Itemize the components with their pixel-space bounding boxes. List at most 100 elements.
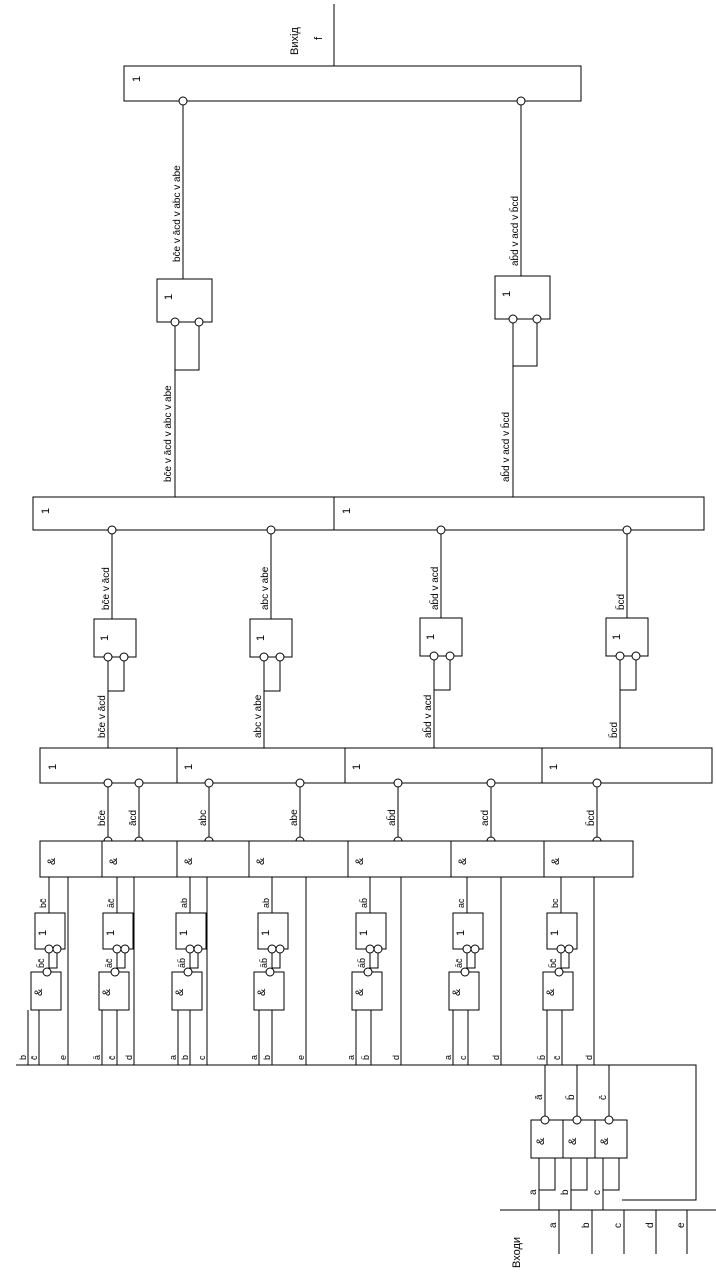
and-gate-symbol-5: & — [354, 857, 366, 865]
stage1-nand-out-7: bc — [550, 898, 560, 908]
invert-in-3: c — [592, 1190, 603, 1195]
bus-label-7-2: c̄ — [552, 1055, 562, 1060]
bus-label-2-1: ā — [92, 1055, 102, 1060]
and-gate-symbol-7: & — [550, 857, 562, 865]
and-gate-symbol-3: & — [183, 857, 195, 865]
input-and-2 — [562, 1119, 596, 1159]
term-7: b̄cd — [584, 810, 597, 826]
input-label-a: a — [548, 1222, 559, 1228]
term-4: abe — [289, 809, 300, 826]
bus-label-2-3: d — [124, 1055, 134, 1060]
l2-or-symbol-4: 1 — [548, 764, 560, 770]
l3-or-invert-1 — [107, 525, 117, 535]
bus-label-5-3: d — [391, 1055, 401, 1060]
stage1-nand-out-4: ab — [261, 898, 271, 908]
stage1-nand-out-6: ac — [456, 898, 466, 908]
stage1-nand-symbol-2: 1 — [105, 930, 117, 936]
final-or-invert-left — [178, 96, 188, 106]
stage1-nand-out-1: bc̄ — [38, 898, 48, 908]
invert-in-1: a — [528, 1189, 539, 1195]
final-or-symbol: 1 — [131, 76, 143, 82]
bus-label-4-2: b — [262, 1055, 272, 1060]
level3-out-1: bc̄e v ācd — [101, 567, 112, 610]
stage1-and-out-6: āc̄ — [454, 958, 464, 968]
stage1-and-symbol-2: & — [101, 988, 113, 996]
stage1-nand-symbol-4: 1 — [260, 930, 272, 936]
stage1-nand-2 — [102, 912, 134, 950]
bus-label-2-2: c̄ — [107, 1055, 117, 1060]
level3-out-4: b̄cd — [614, 594, 627, 610]
l4-nand-right — [494, 275, 551, 320]
level4-out-right: ab̄d v acd v b̄cd — [508, 196, 521, 266]
bus-label-1-3: e — [58, 1055, 68, 1060]
input-label-e: e — [676, 1222, 687, 1228]
bus-label-5-1: a — [346, 1055, 356, 1060]
l2-or-invert-1 — [103, 778, 113, 788]
and-gate-symbol-6: & — [457, 857, 469, 865]
level3-in-3: ab̄d v acd — [421, 695, 434, 738]
bus-label-6-3: d — [491, 1055, 501, 1060]
l3-nand-symbol-2: 1 — [255, 635, 267, 641]
input-and-symbol-3: & — [599, 1137, 611, 1145]
invert-out-3: c̄ — [598, 1095, 609, 1100]
term-3: abc — [198, 810, 209, 826]
bus-label-4-3: e — [296, 1055, 306, 1060]
stage1-nand-out-2: āc̄ — [106, 898, 116, 908]
stage1-nand-4 — [257, 912, 289, 950]
final-or-gate — [123, 65, 582, 102]
input-bus — [16, 1064, 697, 1201]
term-1: bc̄e — [97, 809, 108, 826]
and-gate-symbol-1: & — [46, 857, 58, 865]
input-label-c: c — [613, 1223, 624, 1228]
stage1-and-2 — [98, 971, 130, 1011]
level4-in-left: bc̄e v ācd v abc v abe — [163, 385, 174, 482]
level3-out-2: abc v abe — [260, 566, 271, 610]
stage1-nand-out-3: ab — [179, 898, 189, 908]
l3-nand-3 — [419, 617, 463, 657]
stage1-nand-symbol-7: 1 — [549, 930, 561, 936]
stage1-and-symbol-7: & — [545, 988, 557, 996]
stage1-and-symbol-1: & — [33, 988, 45, 996]
invert-in-2: b — [560, 1189, 571, 1195]
stage1-nand-symbol-3: 1 — [178, 930, 190, 936]
bus-label-3-1: a — [168, 1055, 178, 1060]
level3-out-3: ab̄d v acd — [428, 567, 441, 610]
invert-out-2: b̄ — [564, 1094, 577, 1100]
stage1-nand-7 — [546, 912, 578, 950]
stage1-nand-symbol-1: 1 — [37, 930, 49, 936]
stage1-and-symbol-5: & — [354, 988, 366, 996]
l2-or-symbol-1: 1 — [47, 764, 59, 770]
bus-label-7-1: b̄ — [537, 1055, 547, 1060]
l3-or-invert-3 — [436, 525, 446, 535]
level4-in-right: ab̄d v acd v b̄cd — [499, 412, 512, 482]
bus-label-1-1: b — [18, 1055, 28, 1060]
stage1-nand-out-5: ab̄ — [359, 898, 369, 908]
l3-nand-1 — [93, 618, 137, 658]
l3-nand-symbol-1: 1 — [99, 635, 111, 641]
stage1-and-out-3: āb̄ — [177, 958, 187, 968]
bus-label-6-1: a — [443, 1055, 453, 1060]
bus-label-1-2: c̄ — [29, 1055, 39, 1060]
stage1-and-out-5: āb̄ — [357, 958, 367, 968]
term-6: acd — [480, 810, 491, 826]
level3-in-2: abc v abe — [253, 694, 264, 738]
stage1-and-5 — [351, 971, 383, 1011]
l2-or-invert-3 — [204, 778, 214, 788]
level3-in-4: b̄cd — [607, 722, 620, 738]
bus-label-7-3: d — [584, 1055, 594, 1060]
stage1-and-symbol-4: & — [256, 988, 268, 996]
stage1-and-out-4: āb̄ — [259, 958, 269, 968]
stage1-and-1 — [30, 971, 62, 1011]
invert-out-1: ā — [534, 1094, 545, 1100]
and-gate-symbol-2: & — [108, 857, 120, 865]
l2-or-symbol-3: 1 — [351, 764, 363, 770]
stage1-nand-symbol-6: 1 — [455, 930, 467, 936]
l2-or-invert-7 — [592, 778, 602, 788]
output-name: f — [313, 36, 325, 40]
term-5: ab̄d — [385, 809, 398, 826]
stage1-and-out-1: b̄c̄ — [36, 958, 46, 968]
input-label-b: b — [581, 1222, 592, 1228]
inputs-title: Входи — [511, 1237, 523, 1268]
bus-label-3-3: c — [197, 1055, 207, 1060]
